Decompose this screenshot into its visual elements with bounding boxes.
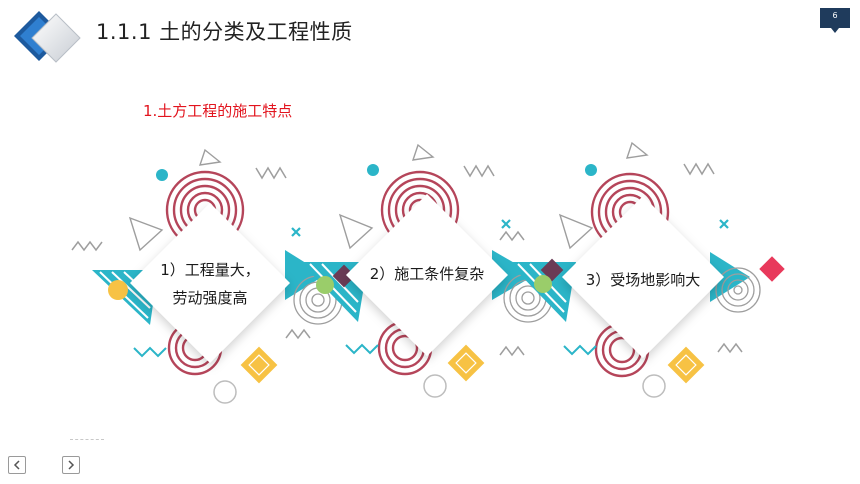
chevron-right-icon [68, 460, 75, 470]
card-group-3 [508, 141, 785, 398]
feature-illustration [71, 141, 785, 404]
chevron-left-icon [13, 460, 20, 470]
page-number-badge-icon [820, 8, 850, 33]
card-group-2 [300, 143, 553, 398]
page-number: 6 [832, 11, 838, 20]
page-title: 1.1.1 土的分类及工程性质 [96, 20, 353, 44]
card-3-line-1: 3）受场地影响大 [585, 271, 701, 289]
card-1-line-1: 1）工程量大， [160, 261, 260, 279]
card-label-2: 2）施工条件复杂 [362, 260, 492, 288]
card-group-1 [71, 148, 343, 404]
divider [70, 439, 104, 440]
logo-icon [14, 11, 81, 63]
prev-slide-button[interactable] [8, 456, 26, 474]
section-subheading: 1.土方工程的施工特点 [143, 102, 293, 120]
card-label-3: 3）受场地影响大 [578, 266, 708, 294]
card-2-line-1: 2）施工条件复杂 [369, 265, 485, 283]
next-slide-button[interactable] [62, 456, 80, 474]
card-1-line-2: 劳动强度高 [172, 289, 248, 307]
card-label-1: 1）工程量大， 劳动强度高 [150, 256, 270, 312]
